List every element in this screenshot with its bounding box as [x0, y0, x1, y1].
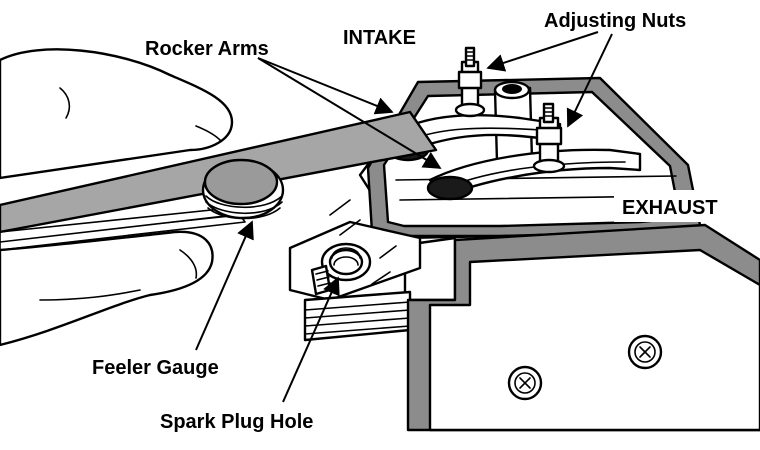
rocker-cover-panel [406, 223, 760, 432]
leader-rocker-arms-intake [257, 57, 394, 115]
cover-bolt-left [507, 365, 543, 401]
leader-rocker-arms-exhaust [257, 57, 442, 169]
cover-bolt-right [627, 334, 663, 370]
cylinder-body [288, 199, 422, 342]
label-feeler-gauge: Feeler Gauge [92, 357, 219, 379]
hand [0, 48, 234, 347]
exhaust-rocker-arm [428, 148, 642, 198]
leader-lines [195, 31, 613, 403]
label-exhaust: EXHAUST [622, 197, 718, 219]
label-adjusting-nuts: Adjusting Nuts [544, 10, 686, 32]
leader-feeler-gauge [195, 220, 254, 351]
leader-adjusting-nut-intake [486, 31, 599, 72]
leader-spark-plug-hole [282, 276, 340, 403]
feeler-gauge [0, 110, 438, 251]
leader-adjusting-nut-exhaust [566, 33, 613, 128]
intake-adjusting-nut [454, 46, 486, 118]
exhaust-label-bg [614, 190, 758, 222]
label-rocker-arms: Rocker Arms [145, 38, 269, 60]
exhaust-valve-cap [426, 175, 474, 201]
label-spark-plug-hole: Spark Plug Hole [160, 411, 313, 433]
label-intake: INTAKE [343, 27, 416, 49]
exhaust-adjusting-nut [532, 102, 566, 174]
